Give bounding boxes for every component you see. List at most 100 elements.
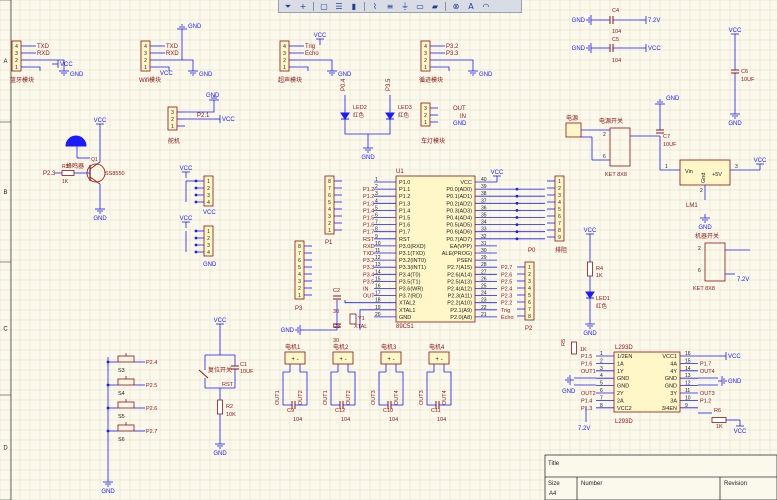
cap-c5-val: 104 [612, 58, 621, 64]
driver-pin-number: 5 [600, 381, 603, 387]
driver-pin-number: 2 [600, 358, 603, 364]
junction-dot [194, 250, 198, 254]
zone-letter: C [3, 327, 8, 333]
servo-wire [185, 104, 215, 113]
filter-icon[interactable]: ⏷ [284, 1, 292, 11]
p0-header-pin-number: 6 [558, 214, 561, 220]
p0-label: 排阻 [555, 246, 567, 254]
junction-dot [515, 201, 519, 205]
r6-val: 1K [716, 424, 723, 430]
mcu-net: P1.2 [363, 194, 374, 200]
servo-label: 舵机 [168, 137, 180, 145]
p2-header-pin-number: 4 [528, 286, 531, 292]
transistor-ref: Q1 [91, 157, 98, 163]
size-value: A4 [549, 491, 557, 497]
motor-connector [380, 351, 402, 365]
tracking-label: 循迹模块 [419, 76, 443, 84]
r6-ref: R6 [714, 408, 721, 414]
p1-header-pin-number: 4 [328, 207, 331, 213]
toolbar-separator [313, 1, 314, 11]
no-erc-icon[interactable]: ⊗ [452, 1, 460, 11]
vcc-label: VCC [314, 33, 327, 39]
cap-c7-ref: C7 [663, 134, 670, 140]
gnd-label: GND [361, 155, 375, 161]
driver-gnd: GND [562, 389, 576, 395]
mcu-net: P2.5 [501, 279, 512, 285]
regulator-vin: Vin [685, 169, 693, 175]
p2-header-pin-number: 1 [528, 265, 531, 271]
mcu-pin-name: P3.4(T0) [399, 272, 421, 278]
vcc-label: 7.2V [648, 18, 660, 24]
gnd-label: GND [698, 225, 712, 231]
mcu-net: P2.6 [501, 272, 512, 278]
text-icon[interactable]: A [468, 1, 474, 11]
driver-net: OUT3 [700, 391, 715, 397]
motor-wire [330, 371, 338, 405]
driver-pin-number: 15 [685, 358, 691, 364]
mcu-pin-name: P2.7(A15) [447, 265, 472, 271]
motor-out: OUT2 [298, 390, 304, 405]
driver-pin-number: 7 [600, 395, 603, 401]
component-icon[interactable]: ▮ [351, 1, 357, 11]
mcu-net: P2.3 [501, 294, 512, 300]
wifi-vcc: VCC [160, 71, 173, 77]
mcu-net: P1.6 [363, 223, 374, 229]
arc-icon[interactable]: ◠ [482, 1, 490, 11]
reset-label: 复位开关 [208, 366, 232, 374]
mcu-pin-number: 7 [375, 220, 378, 226]
wire-icon[interactable]: ⌇ [373, 1, 377, 11]
motor-out: OUT1 [323, 390, 329, 405]
cap-c7-val: 10UF [663, 142, 677, 148]
resistor-r4 [587, 261, 593, 277]
mcu-net: P1.4 [363, 208, 374, 214]
mcu-pin-name: P2.1(A9) [450, 308, 472, 314]
driver-net: P1.5 [581, 354, 592, 360]
power-jack [565, 122, 582, 138]
mcu-net: P1.5 [363, 216, 374, 222]
driver-pin-name: 4Y [670, 369, 677, 375]
r5-val: 1K [580, 347, 587, 353]
led2-diode [340, 112, 350, 120]
add-icon[interactable]: + [299, 1, 307, 11]
power-port-icon[interactable]: ⏚ [401, 1, 409, 11]
driver-pin-name: GND [617, 376, 629, 382]
align-icon[interactable]: ☰ [335, 1, 343, 11]
cap-c1-ref: C1 [240, 362, 247, 368]
driver-net: P1.4 [581, 398, 592, 404]
zone-letter: D [3, 446, 8, 452]
servo-gnd: GND [206, 93, 220, 99]
mcu-pin-name: P3.7(RD) [399, 294, 422, 300]
wifi-label: Wifi模块 [139, 76, 161, 84]
driver-pin-name: 4A [670, 361, 677, 367]
port-icon[interactable]: ▰ [431, 1, 439, 11]
mcu-pin-number: 37 [481, 198, 487, 204]
p3-header-pin-number: 1 [298, 293, 301, 299]
motor-cap-val: 104 [389, 417, 398, 423]
tracking-header-pin-number: 3 [424, 51, 427, 57]
p0-header-pin-number: 8 [558, 228, 561, 234]
r4-ref: R4 [596, 266, 603, 272]
net-label-icon[interactable]: ▭ [416, 1, 424, 11]
vcc-header-pin-number: 4 [207, 200, 210, 206]
mcu-pin-name: P2.4(A12) [447, 287, 472, 293]
motor-cap-ref: C12 [335, 408, 345, 414]
junction-dot [515, 230, 519, 234]
rectangle-select-icon[interactable]: ▢ [320, 1, 328, 11]
cap-c1-val: 10UF [240, 369, 254, 375]
button-ref: S6 [118, 437, 125, 443]
gnd-label: GND [93, 216, 107, 222]
regulator-vout: +5V [712, 172, 722, 178]
junction-dot [515, 187, 519, 191]
p0-header [554, 175, 565, 242]
bus-icon[interactable]: ≡ [386, 1, 394, 11]
mcu-pin-number: 25 [481, 284, 487, 290]
xtal-wire [344, 300, 374, 304]
motor-switch-label: 机器开关 [695, 232, 719, 240]
regulator-pin: 1 [665, 164, 668, 170]
mcu-pin-name: P2.6(A14) [447, 272, 472, 278]
mcu-net: P1.7 [363, 230, 374, 236]
reset-switch [198, 369, 209, 379]
mcu-pin-name: P0.4(AD4) [446, 216, 472, 222]
driver-pin-number: 8 [600, 403, 603, 409]
